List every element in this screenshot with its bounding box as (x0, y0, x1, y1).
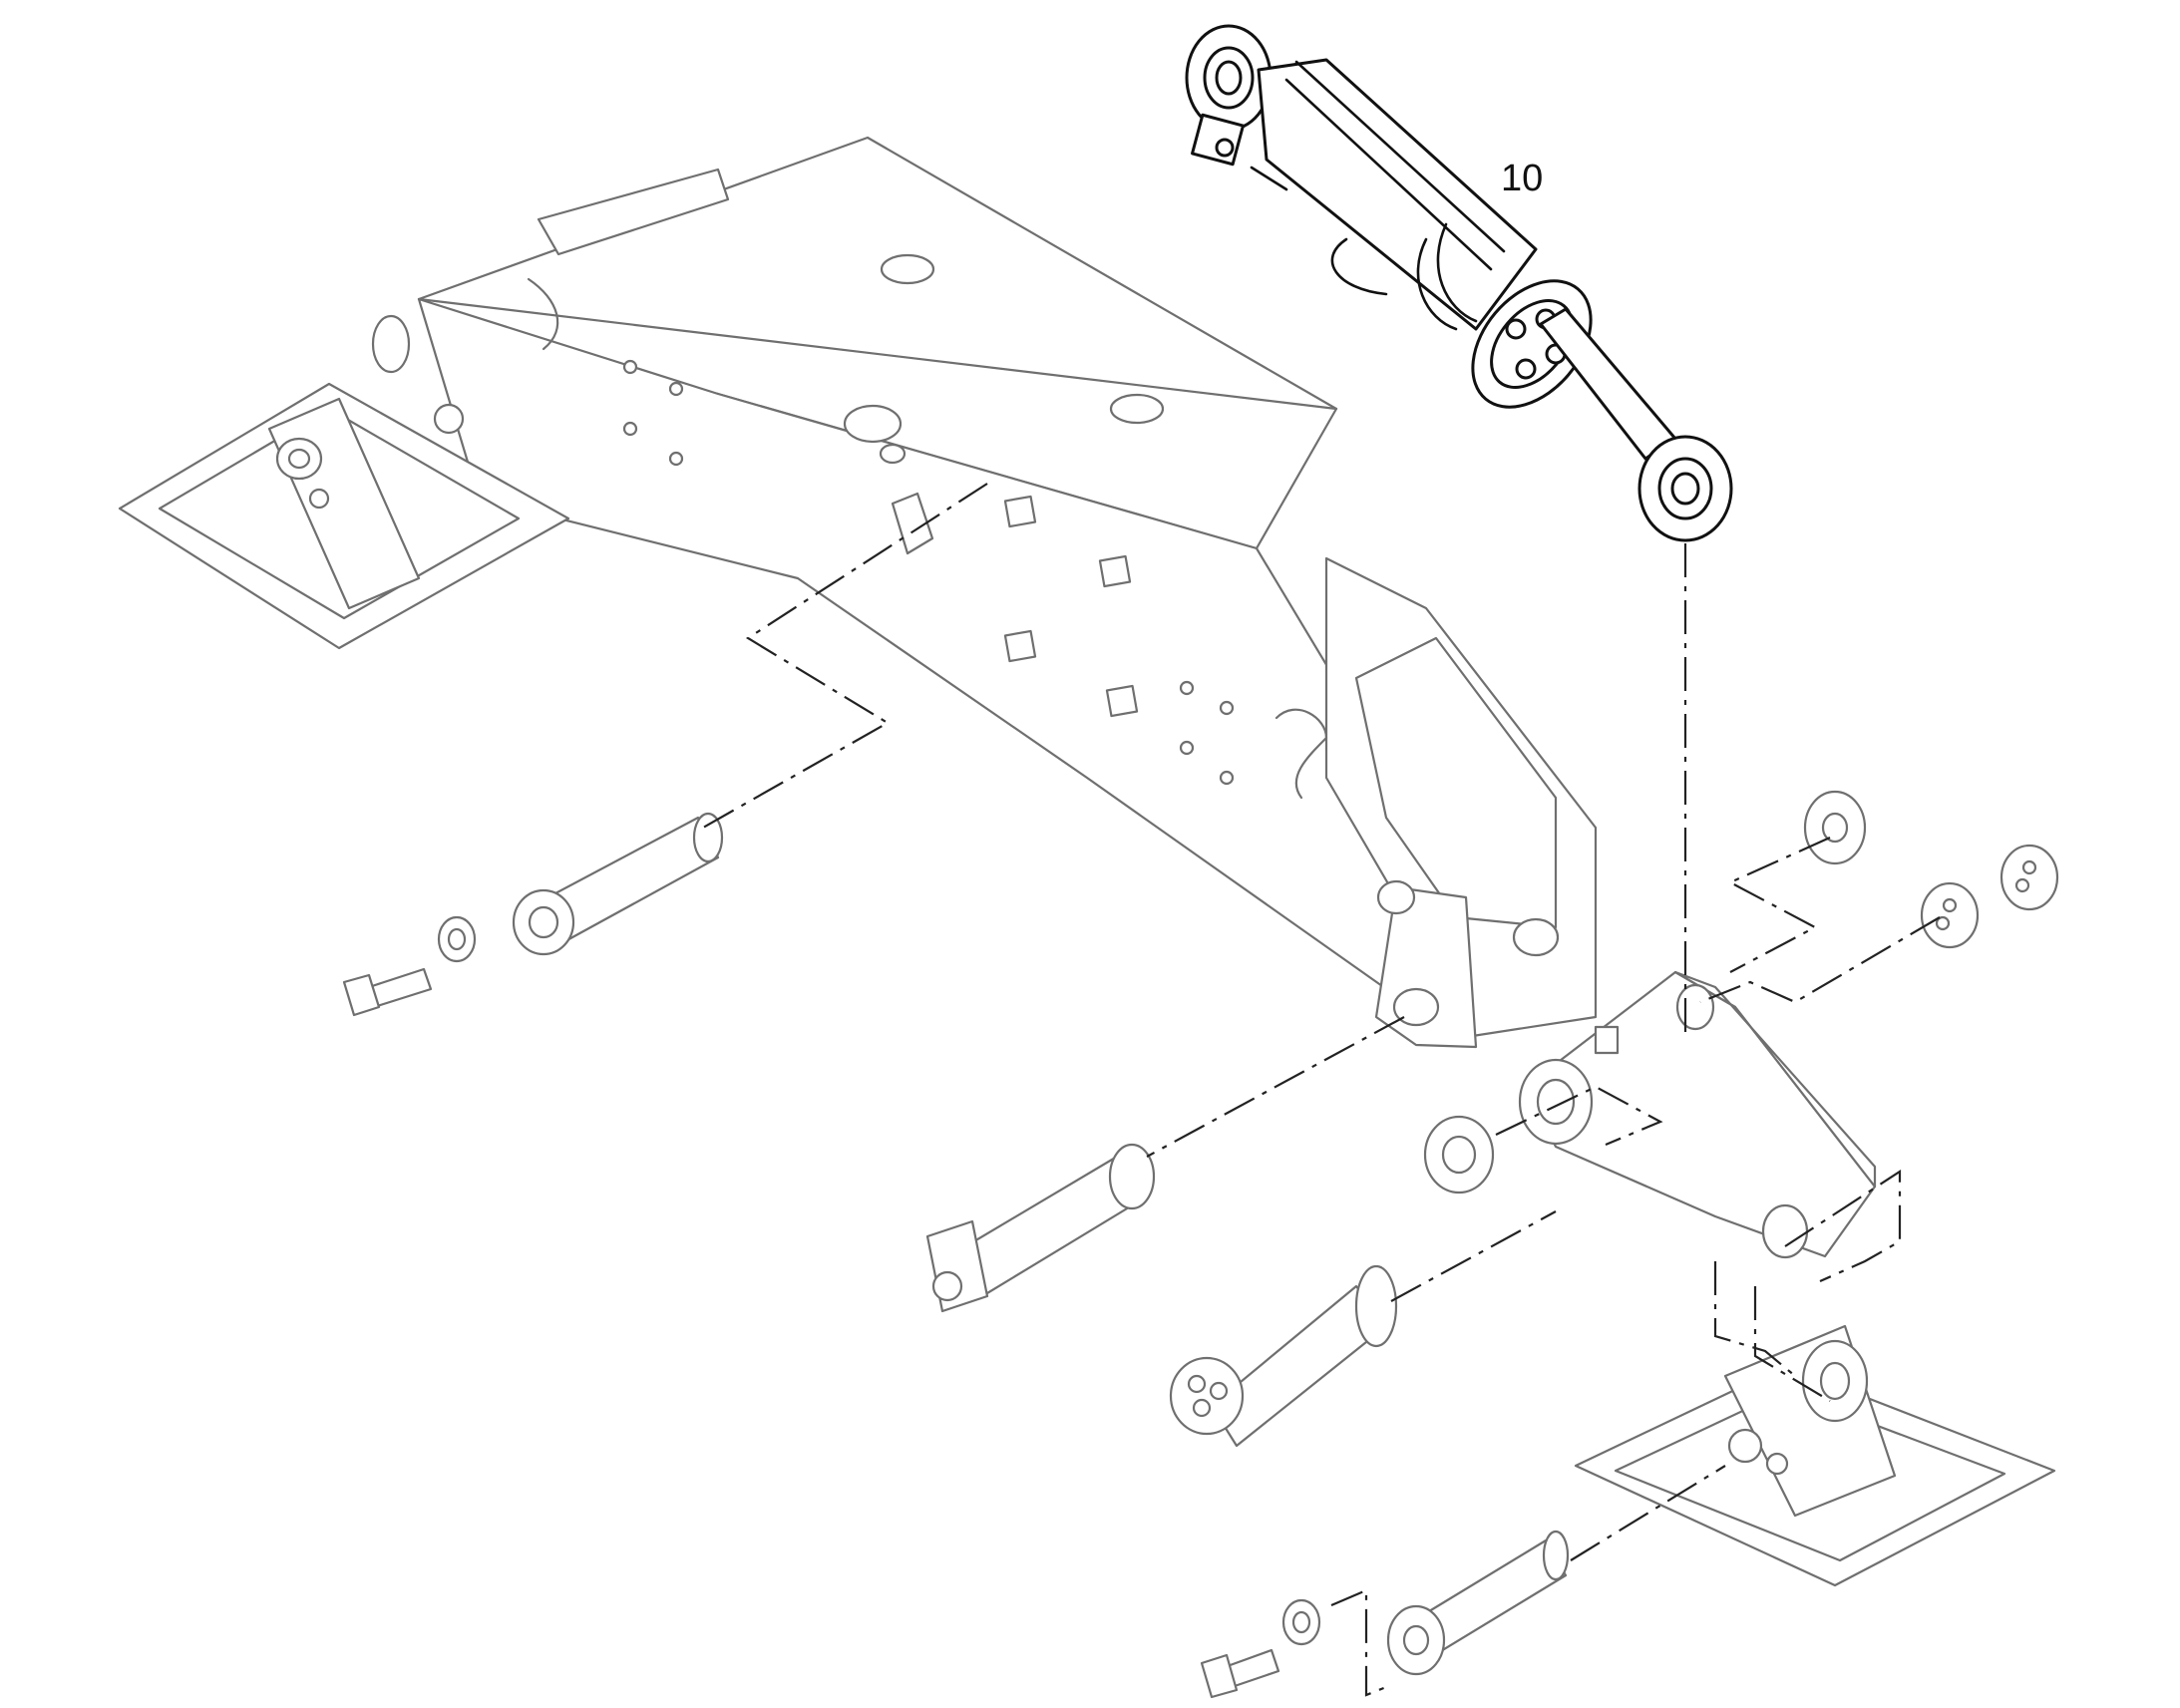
link-lever (1423, 970, 1877, 1259)
main-boom (417, 136, 1598, 1049)
left-base-plate (118, 314, 570, 650)
leader-lines (702, 483, 1941, 1697)
right-base-plate (1574, 1324, 2056, 1587)
pin-center (925, 1143, 1156, 1313)
washers-right (1803, 790, 2059, 949)
pin-assembly-left (342, 812, 724, 1017)
part-callout-10: 10 (1501, 158, 1544, 199)
hydraulic-cylinder (1185, 24, 1733, 542)
pin-lower (1169, 1264, 1398, 1448)
pin-bottom (1200, 1530, 1570, 1699)
